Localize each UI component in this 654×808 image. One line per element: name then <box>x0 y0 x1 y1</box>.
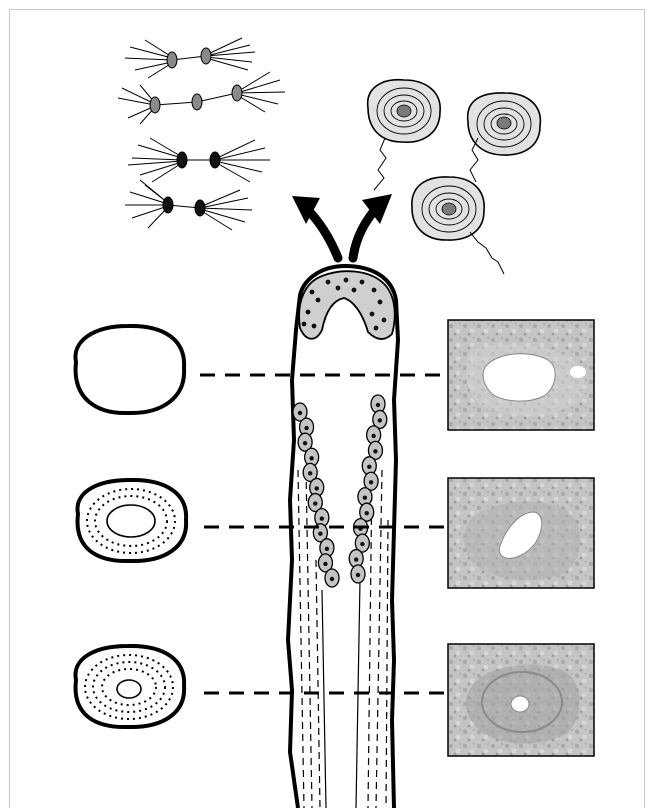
spindle-nucleus <box>192 94 202 110</box>
follicle-cell-nucleus <box>330 577 334 581</box>
spindle-nucleus <box>201 48 211 64</box>
follicle-cell-nucleus <box>354 557 358 561</box>
concentric-cell-cluster <box>368 80 541 274</box>
spindle-cell-cluster <box>118 38 285 230</box>
follicle-cell-nucleus <box>313 501 317 505</box>
follicle-cell-nucleus <box>318 532 322 536</box>
lumen <box>117 680 141 698</box>
follicle-cell-nucleus <box>320 516 324 520</box>
cell-nucleus <box>442 203 456 215</box>
spindle-nucleus <box>167 52 177 68</box>
spindle-nucleus <box>150 97 160 113</box>
cell-nucleus <box>397 105 411 117</box>
follicle-cell-nucleus <box>303 441 307 445</box>
lumen <box>107 505 155 537</box>
follicle-cell-nucleus <box>363 496 367 500</box>
spindle-cell-row-2 <box>118 72 285 124</box>
follicle-cell-nucleus <box>360 542 364 546</box>
follicle-cell-nucleus <box>304 426 308 430</box>
lumen <box>511 696 529 712</box>
follicle-cell-nucleus <box>323 562 327 566</box>
follicle-cell-nucleus <box>367 465 371 469</box>
cross-section-level-1 <box>75 326 184 413</box>
lumen <box>483 354 555 401</box>
follicle-cell-nucleus <box>371 434 375 438</box>
micrograph-level-3 <box>448 644 594 756</box>
cross-section-level-2 <box>77 480 186 561</box>
branching-arrows <box>292 194 392 258</box>
micrograph-level-1 <box>448 320 594 430</box>
spindle-nucleus <box>163 197 173 213</box>
follicle-cell-nucleus <box>378 418 382 422</box>
spindle-cell-row-4 <box>125 180 252 230</box>
cell-nucleus <box>497 117 511 129</box>
concentric-cell <box>412 177 484 240</box>
cross-section-level-3 <box>75 646 184 727</box>
follicle-cell-nucleus <box>365 511 369 515</box>
follicle-cell-nucleus <box>308 471 312 475</box>
spindle-nucleus <box>232 85 242 101</box>
follicle-cell-nucleus <box>309 456 313 460</box>
spindle-cell-row-3 <box>128 138 270 182</box>
concentric-cell <box>468 93 541 155</box>
arrow-left <box>306 208 338 258</box>
follicle-cell-nucleus <box>298 411 302 415</box>
follicle-cell-nucleus <box>356 573 360 577</box>
spindle-cell-row-1 <box>125 38 255 78</box>
follicle-cell-nucleus <box>373 449 377 453</box>
follicle-shaft <box>288 266 398 808</box>
spindle-nucleus <box>195 200 205 216</box>
follicle-cell-nucleus <box>376 403 380 407</box>
follicle-cell-nucleus <box>325 547 329 551</box>
follicle-cell-nucleus <box>369 480 373 484</box>
cell-process <box>470 232 504 274</box>
spindle-nucleus <box>177 152 187 168</box>
cell-process <box>374 138 386 190</box>
follicle-outline <box>288 266 398 808</box>
micrograph-level-2 <box>448 478 594 588</box>
follicle-cell-nucleus <box>315 486 319 490</box>
concentric-cell <box>368 80 441 142</box>
spindle-nucleus <box>210 152 220 168</box>
